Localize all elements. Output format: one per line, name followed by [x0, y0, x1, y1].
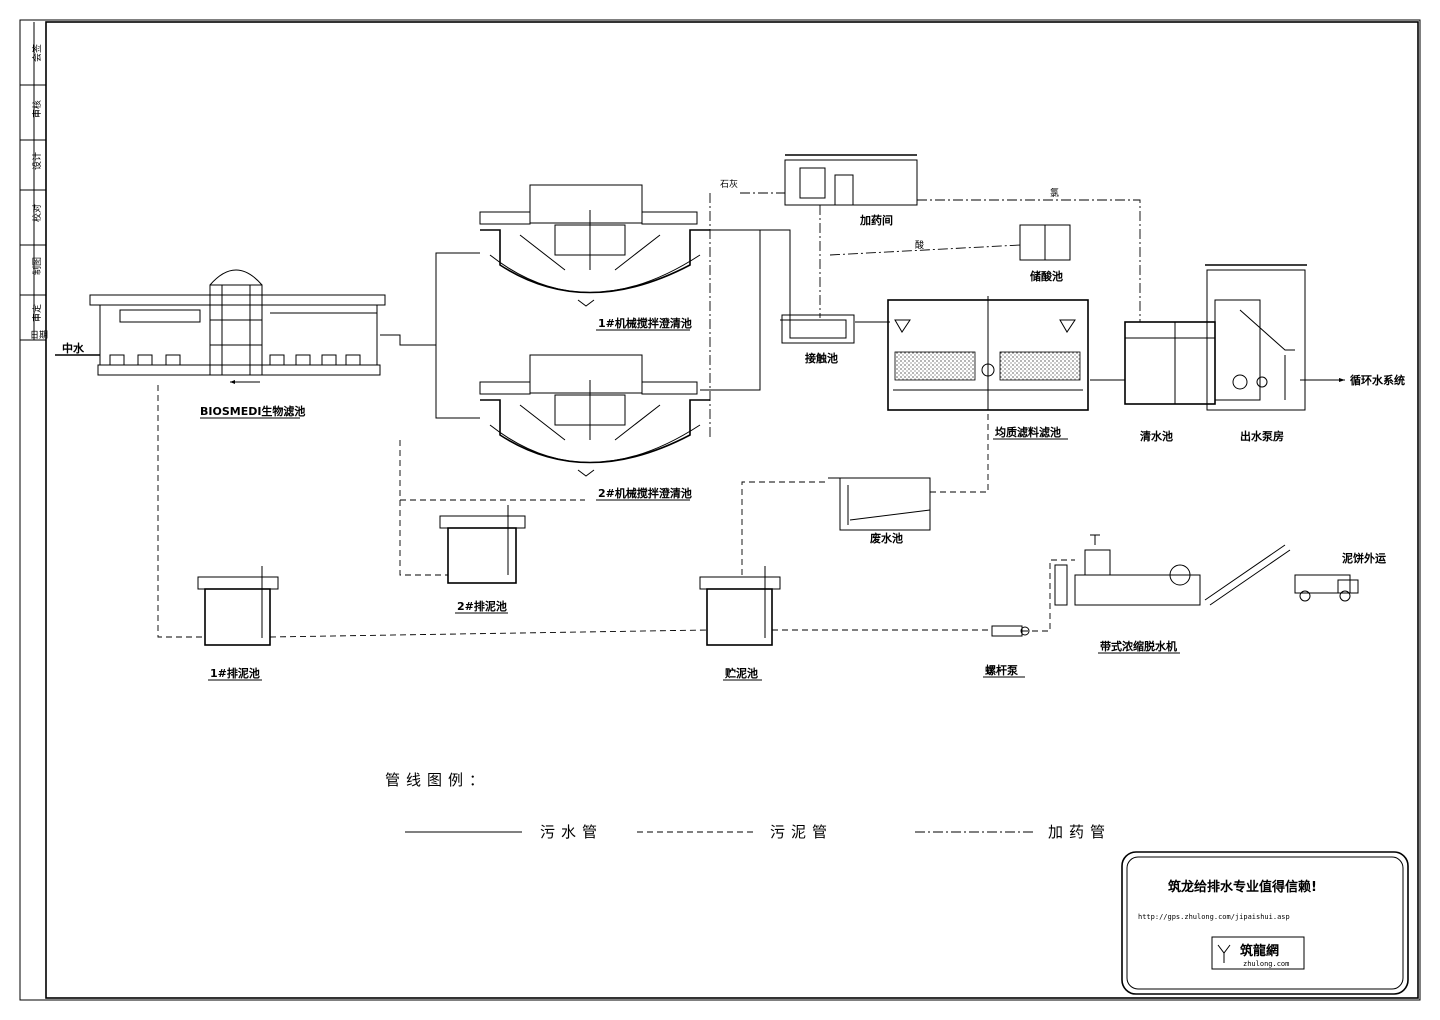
- chem1-label: 氯: [1050, 187, 1059, 199]
- biosmedi-label: BIOSMEDI生物滤池: [200, 404, 305, 418]
- belt-press: 带式浓缩脱水机: [1054, 534, 1291, 654]
- drawing-frame: [19, 19, 1421, 1001]
- chem2-label: 酸: [915, 240, 924, 251]
- pump-house-label: 出水泵房: [1240, 429, 1284, 443]
- media-filter: 均质滤料滤池: [887, 296, 1089, 440]
- screw-pump-label: 螺杆泵: [985, 663, 1018, 677]
- clarifier-2: 2#机械搅拌澄清池: [479, 354, 710, 501]
- dosing-room-label: 加药间: [859, 213, 893, 227]
- sludge-pit-1-label: 1#排泥池: [210, 666, 260, 680]
- legend-sludge: 污泥管: [770, 823, 833, 841]
- sludge-pit-2-label: 2#排泥池: [457, 599, 507, 613]
- lime-label: 石灰: [720, 178, 738, 190]
- legend-title: 管线图例：: [385, 771, 490, 789]
- strip-cell-6: 审定: [31, 304, 43, 322]
- strip-cell-4: 校对: [31, 204, 43, 222]
- cake-out-label: 泥饼外运: [1342, 551, 1386, 565]
- sludge-storage: 贮泥池: [699, 566, 781, 681]
- pump-house: 出水泵房 循环水系统: [1205, 264, 1405, 443]
- title-strip: 会签 审核 设计 校对 制图 审定 日期: [20, 44, 48, 341]
- strip-cell-3: 设计: [31, 152, 43, 170]
- sludge-pipes: [157, 385, 1075, 638]
- acid-tank: 储酸池: [1019, 224, 1071, 283]
- strip-cell-1: 会签: [31, 44, 43, 62]
- clarifier-1-label: 1#机械搅拌澄清池: [598, 316, 692, 330]
- sludge-storage-label: 贮泥池: [724, 666, 758, 680]
- inlet-label: 中水: [62, 341, 85, 355]
- stamp-slogan: 筑龙给排水专业值得信赖!: [1168, 879, 1317, 895]
- waste-water-tank-label: 废水池: [870, 531, 903, 545]
- sewage-pipes: [380, 229, 1345, 419]
- sludge-pit-2: 2#排泥池: [439, 505, 526, 614]
- stamp-url: http://gps.zhulong.com/jipaishui.asp: [1138, 913, 1290, 921]
- clarifier-1: 1#机械搅拌澄清池: [479, 184, 710, 331]
- strip-cell-2: 审核: [31, 100, 43, 118]
- legend-dosing: 加药管: [1048, 823, 1111, 841]
- contact-tank-label: 接触池: [805, 351, 838, 365]
- contact-tank: 接触池: [781, 314, 855, 365]
- clear-water-tank-label: 清水池: [1140, 429, 1173, 443]
- zhulong-stamp: 筑龙给排水专业值得信赖! http://gps.zhulong.com/jipa…: [1121, 851, 1409, 995]
- truck-icon: 泥饼外运: [1294, 551, 1386, 602]
- stamp-logo-sub: zhulong.com: [1243, 960, 1289, 968]
- legend-sewage: 污水管: [540, 823, 603, 841]
- clarifier-2-label: 2#机械搅拌澄清池: [598, 486, 692, 500]
- waste-water-tank: 废水池: [828, 477, 931, 545]
- acid-tank-label: 储酸池: [1030, 269, 1063, 283]
- belt-press-label: 带式浓缩脱水机: [1100, 639, 1177, 653]
- outlet-label: 循环水系统: [1350, 373, 1405, 387]
- media-filter-label: 均质滤料滤池: [995, 425, 1061, 439]
- stamp-logo-text: 筑龍網: [1240, 943, 1279, 959]
- dosing-room: 加药间 石灰 氯 酸: [720, 154, 1059, 251]
- pipe-legend: 管线图例： 污水管 污泥管 加药管: [385, 771, 1111, 841]
- clear-water-tank: 清水池: [1124, 321, 1216, 443]
- biosmedi-filter: BIOSMEDI生物滤池 中水: [55, 269, 386, 419]
- screw-pump: 螺杆泵: [983, 625, 1030, 678]
- sludge-pit-1: 1#排泥池: [197, 566, 279, 681]
- strip-cell-7: 日期: [30, 330, 48, 341]
- dosing-pipes: [709, 192, 1141, 440]
- strip-cell-5: 制图: [31, 257, 43, 275]
